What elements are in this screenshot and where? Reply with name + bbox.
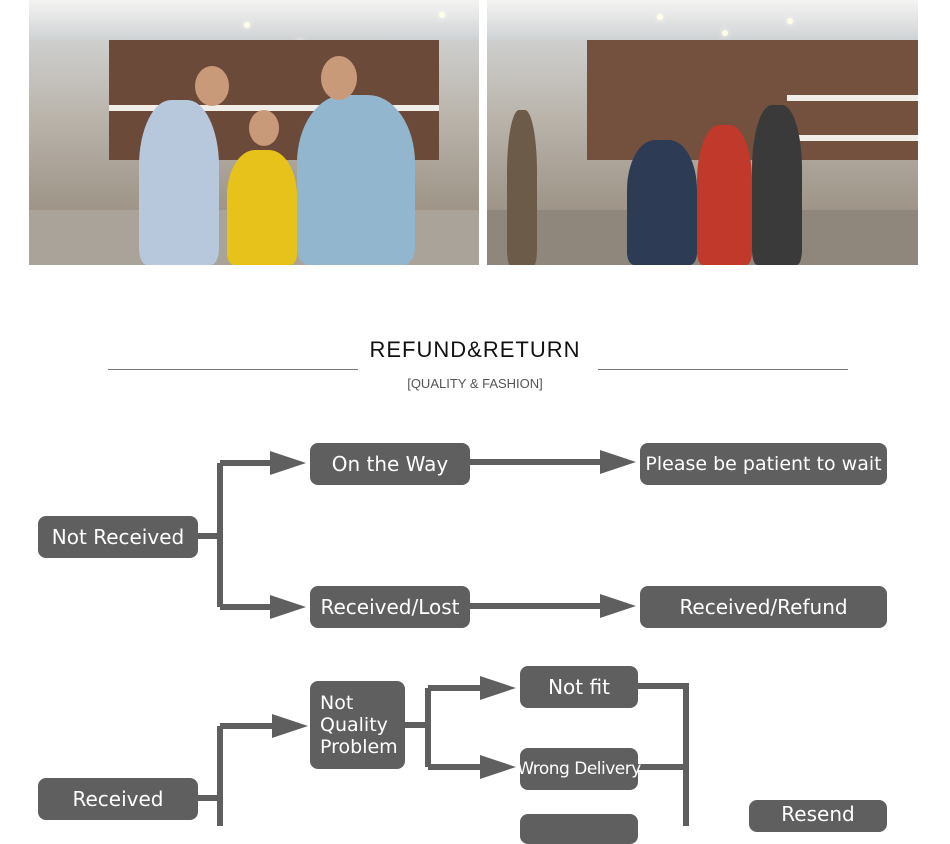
- not-received-box: Not Received: [38, 516, 198, 558]
- photo-light: [657, 14, 663, 20]
- on-the-way-box: On the Way: [310, 443, 470, 485]
- photo-person: [697, 125, 752, 265]
- photo-person: [297, 95, 415, 265]
- photo-light: [439, 12, 445, 18]
- connector-not-fit-out: [637, 683, 689, 826]
- photo-light: [244, 22, 250, 28]
- photo-person: [139, 100, 219, 265]
- photo-person: [507, 110, 537, 265]
- received-lost-box: Received/Lost: [310, 586, 470, 628]
- not-fit-box: Not fit: [520, 666, 638, 708]
- photo-light: [787, 18, 793, 24]
- please-wait-box: Please be patient to wait: [640, 443, 887, 485]
- photo-ceiling: [487, 0, 918, 40]
- photo-shelf: [109, 105, 439, 111]
- photo-person: [627, 140, 697, 265]
- section-title: REFUND&RETURN: [369, 337, 581, 362]
- photo-shelf: [787, 135, 918, 141]
- title-divider-right: [598, 369, 848, 370]
- not-quality-problem-box: Not Quality Problem: [310, 681, 405, 769]
- received-refund-box: Received/Refund: [640, 586, 887, 628]
- received-box: Received: [38, 778, 198, 820]
- photo-person: [752, 105, 802, 265]
- trade-show-photo-left: [29, 0, 479, 265]
- section-subtitle: [QUALITY & FASHION]: [407, 376, 543, 391]
- photo-shelf: [787, 95, 918, 101]
- flowchart-connectors: [197, 450, 689, 826]
- trade-show-photo-right: [487, 0, 918, 265]
- photo-person-head: [249, 110, 279, 146]
- photo-person: [227, 150, 297, 265]
- wrong-delivery-box: Wrong Delivery: [517, 748, 641, 790]
- title-divider-left: [108, 369, 358, 370]
- photo-person-head: [321, 56, 357, 100]
- resend-box: Resend: [749, 800, 887, 832]
- photo-light: [722, 30, 728, 36]
- photo-ceiling: [29, 0, 479, 40]
- photo-person-head: [195, 66, 229, 106]
- next-option-box: [520, 814, 638, 844]
